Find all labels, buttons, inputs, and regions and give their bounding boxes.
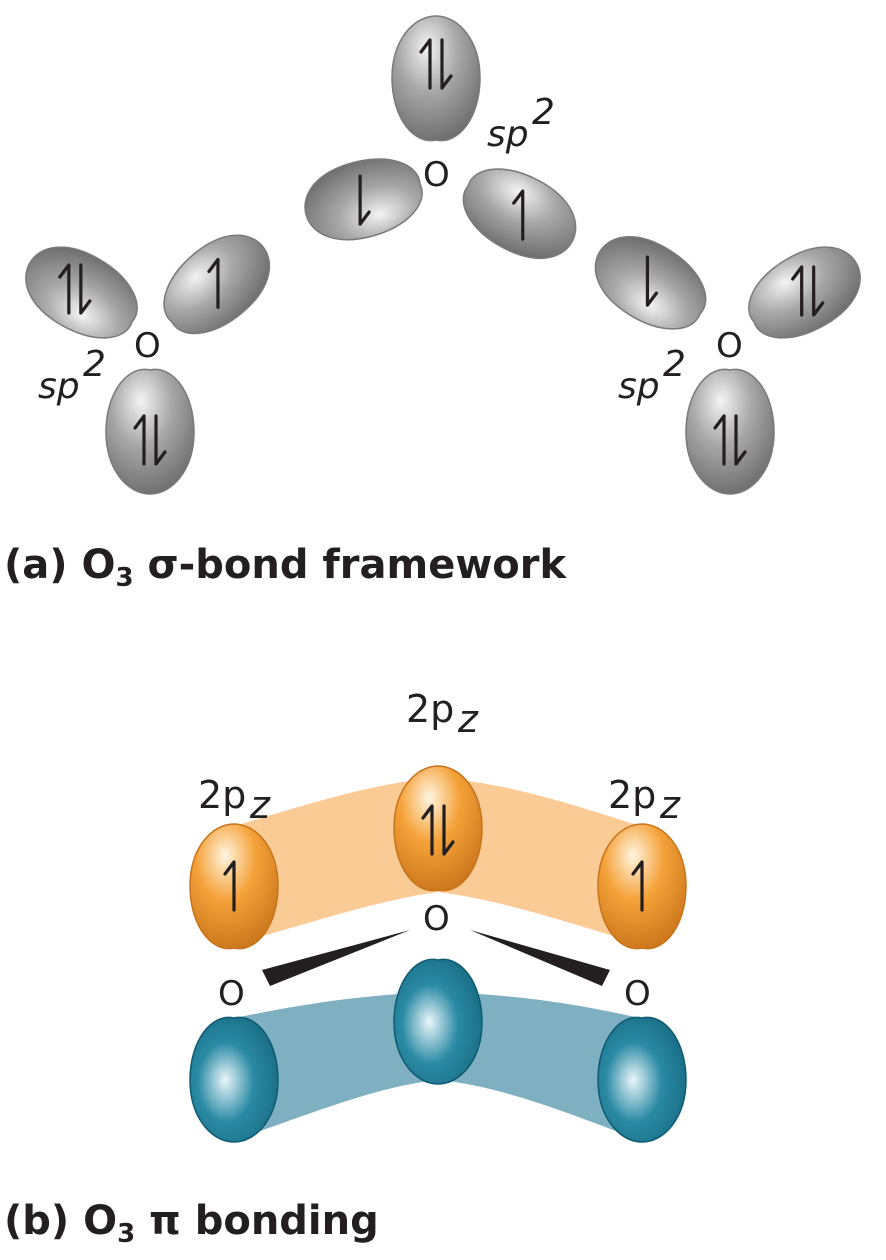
center-right-sigma-orbital — [449, 151, 591, 276]
pi-center-oxygen-label: O — [423, 899, 450, 939]
svg-text:z: z — [249, 783, 271, 827]
left-hybridization-label: sp 2 — [38, 344, 106, 407]
left-lower-lone-pair-orbital — [105, 368, 195, 495]
panel-b-pi-bonding: O O O 2p z 2p z 2p z (b) O3 π bonding — [4, 687, 687, 1249]
left-2pz-label: 2p z — [198, 773, 271, 827]
svg-text:sp: sp — [618, 366, 660, 407]
right-2pz-label: 2p z — [608, 773, 681, 827]
svg-text:2: 2 — [663, 344, 686, 385]
pi-left-oxygen-label: O — [218, 974, 245, 1014]
center-2pz-lower-lobe — [393, 958, 483, 1085]
center-hybridization-label: sp 2 — [487, 92, 555, 155]
center-2pz-label: 2p z — [406, 687, 479, 741]
panel-b-caption: (b) O3 π bonding — [4, 1198, 379, 1249]
right-2pz-upper-lobe — [597, 823, 687, 950]
left-center-sigma-orbital — [146, 216, 288, 353]
panel-a-sigma-framework: O O O sp 2 sp 2 sp 2 (a) O3 σ-bond frame… — [4, 15, 876, 593]
center-oxygen-label: O — [423, 155, 450, 195]
center-2pz-upper-lobe — [393, 765, 483, 892]
right-wedge-bond — [470, 930, 610, 986]
left-2pz-lower-lobe — [189, 1016, 279, 1143]
svg-text:2: 2 — [532, 92, 555, 133]
right-center-sigma-orbital — [579, 218, 722, 348]
left-2pz-upper-lobe — [189, 823, 279, 950]
svg-text:2p: 2p — [406, 687, 454, 731]
right-upper-lone-pair-orbital — [733, 229, 876, 356]
svg-text:z: z — [457, 697, 479, 741]
panel-a-caption: (a) O3 σ-bond framework — [4, 542, 567, 593]
pi-right-oxygen-label: O — [624, 974, 651, 1014]
svg-text:2: 2 — [83, 344, 106, 385]
right-hybridization-label: sp 2 — [618, 344, 686, 407]
svg-text:sp: sp — [38, 366, 80, 407]
svg-text:2p: 2p — [198, 773, 246, 817]
left-wedge-bond — [262, 930, 410, 986]
center-lone-pair-orbital — [391, 15, 481, 142]
svg-text:2p: 2p — [608, 773, 656, 817]
right-2pz-lower-lobe — [597, 1016, 687, 1143]
left-upper-lone-pair-orbital — [10, 229, 153, 356]
svg-text:z: z — [659, 783, 681, 827]
right-oxygen-label: O — [716, 326, 743, 366]
left-oxygen-label: O — [134, 326, 161, 366]
center-left-sigma-orbital — [295, 146, 431, 252]
svg-text:sp: sp — [487, 114, 529, 155]
right-lower-lone-pair-orbital — [685, 368, 775, 495]
